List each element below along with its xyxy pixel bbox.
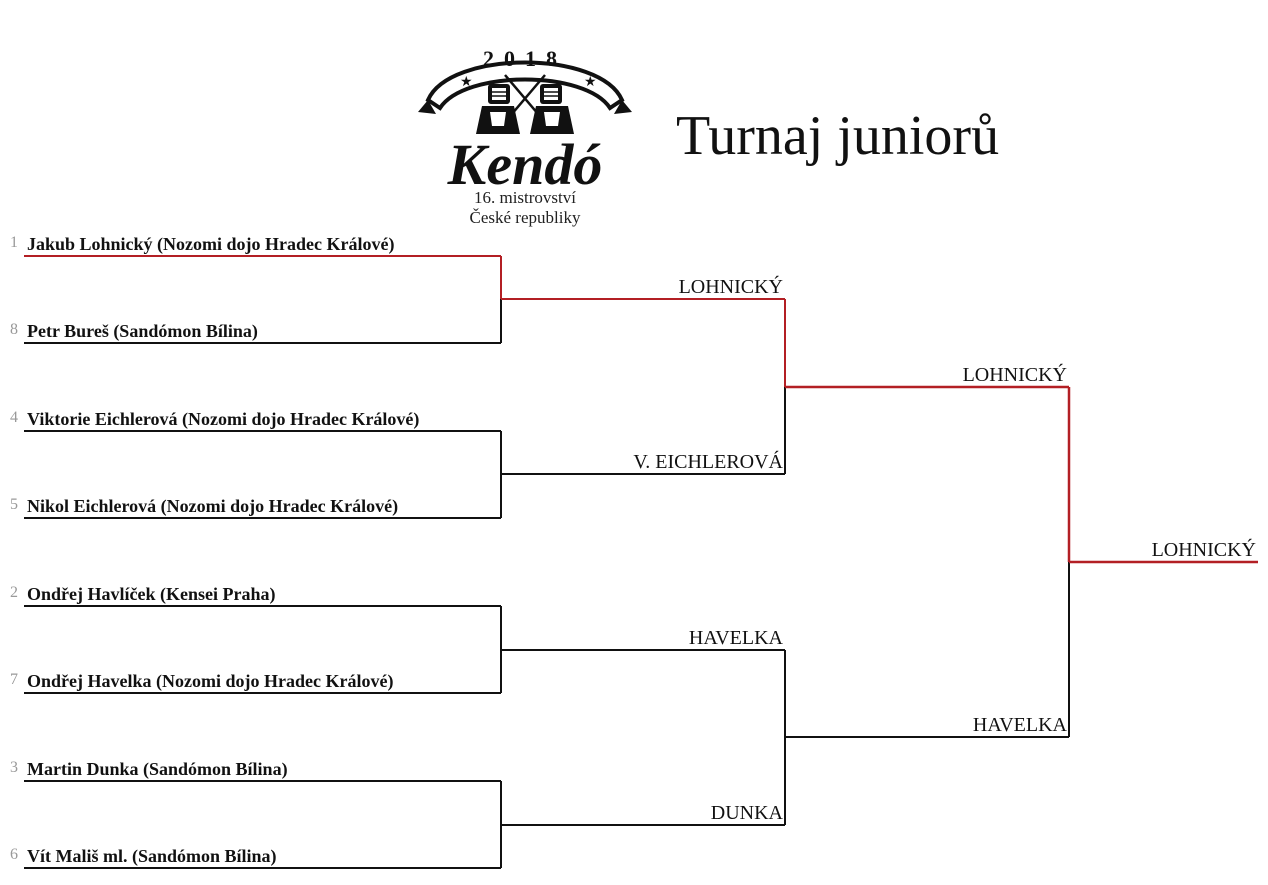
- entrant-name: Jakub Lohnický (Nozomi dojo Hradec Králo…: [27, 234, 395, 254]
- logo-wordmark: Kendó: [447, 132, 603, 190]
- champion-name: LOHNICKÝ: [1151, 539, 1256, 561]
- seed-number: 3: [10, 759, 18, 776]
- round2-winner: V. EICHLEROVÁ: [633, 451, 783, 473]
- round2-winner: LOHNICKÝ: [678, 276, 783, 298]
- semifinal-winner: HAVELKA: [972, 714, 1067, 736]
- entrant-name: Ondřej Havelka (Nozomi dojo Hradec Králo…: [27, 671, 394, 691]
- entrant-name: Martin Dunka (Sandómon Bílina): [27, 759, 288, 779]
- logo-subtitle-line2: České republiky: [469, 208, 581, 227]
- kendo-championship-logo: ★ ★ 2018 Kendó 16. mistrovství České rep…: [410, 30, 640, 230]
- round2-winner: DUNKA: [710, 802, 783, 824]
- seed-number: 6: [10, 846, 18, 863]
- semifinal-winner: LOHNICKÝ: [962, 364, 1067, 386]
- entrant-name: Ondřej Havlíček (Kensei Praha): [27, 584, 276, 604]
- kendo-logo-emblem: ★ ★ 2018 Kendó: [418, 46, 632, 197]
- logo-year: 2018: [483, 46, 567, 71]
- star-icon: ★: [584, 75, 597, 90]
- round2-winner: HAVELKA: [688, 627, 783, 649]
- seed-number: 8: [10, 321, 18, 338]
- logo-subtitle-line1: 16. mistrovství: [473, 188, 576, 207]
- seed-number: 1: [10, 234, 18, 251]
- star-icon: ★: [460, 75, 473, 90]
- seed-number: 2: [10, 584, 18, 601]
- entrant-name: Nikol Eichlerová (Nozomi dojo Hradec Krá…: [27, 496, 399, 516]
- seed-number: 4: [10, 409, 18, 426]
- seed-number: 7: [10, 671, 18, 688]
- page-title: Turnaj juniorů: [676, 105, 1000, 167]
- entrant-name: Petr Bureš (Sandómon Bílina): [27, 321, 258, 341]
- seed-number: 5: [10, 496, 18, 513]
- entrant-name: Vít Mališ ml. (Sandómon Bílina): [27, 846, 277, 866]
- entrant-name: Viktorie Eichlerová (Nozomi dojo Hradec …: [27, 409, 420, 429]
